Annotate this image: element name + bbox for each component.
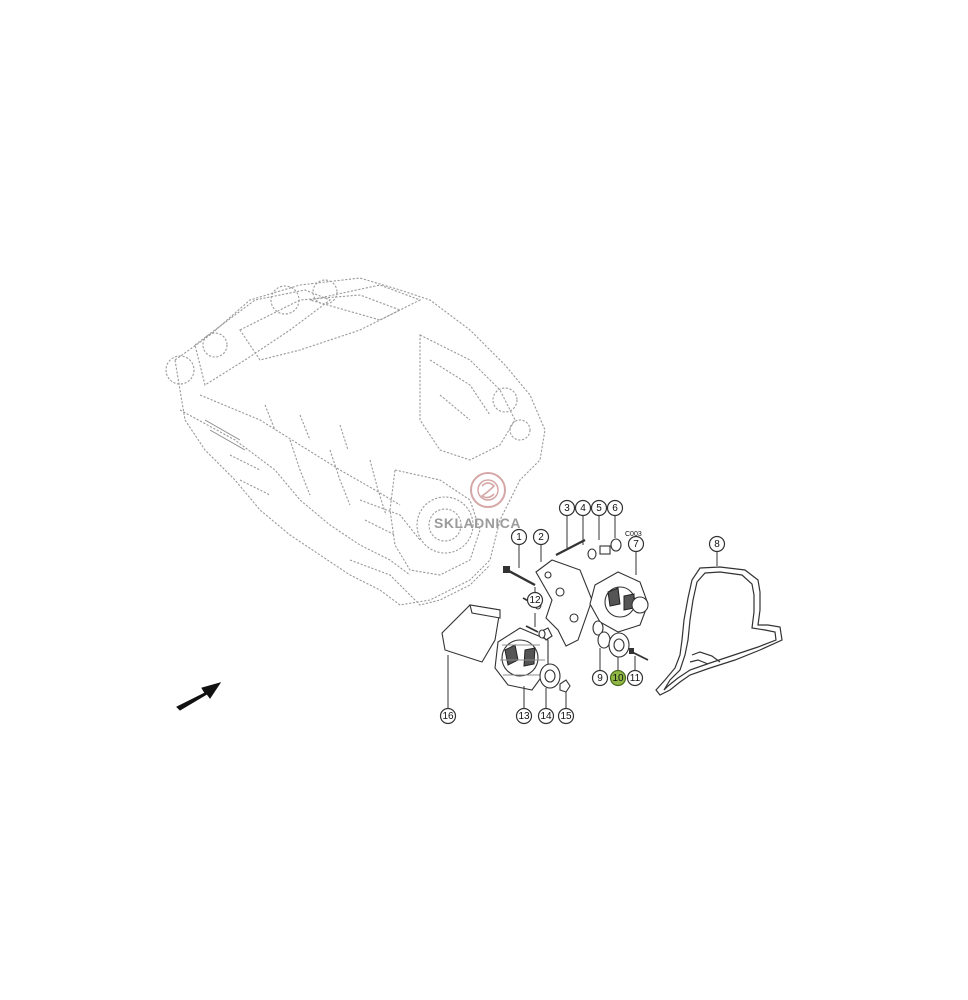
callout-2: 2: [532, 528, 550, 546]
callout-label: 13: [518, 711, 530, 722]
leader-lines: [447, 516, 718, 708]
part-alternator: [494, 627, 553, 691]
part-alternator-upper: [589, 571, 649, 633]
callout-8: 8: [708, 535, 726, 553]
callout-11: 11: [626, 669, 644, 687]
engine-block-outline: [165, 277, 546, 606]
callout-circle: [558, 499, 576, 517]
callout-circle: [526, 591, 544, 609]
callout-circle: [532, 528, 550, 546]
callout-label: 6: [612, 503, 618, 514]
callout-3: 3: [558, 499, 576, 517]
callout-16: 16: [439, 707, 457, 725]
part-pulley: [539, 663, 561, 689]
callout-circle: [510, 528, 528, 546]
part-long-bolt: [503, 566, 536, 587]
callout-circle: [439, 707, 457, 725]
part-shield: [441, 604, 501, 663]
callout-label: 16: [442, 711, 454, 722]
callout-label: 9: [597, 673, 603, 684]
callout-circle: [591, 669, 609, 687]
callout-label: 4: [580, 503, 586, 514]
callout-6: 6: [606, 499, 624, 517]
callout-circle: [515, 707, 533, 725]
callout-14: 14: [537, 707, 555, 725]
reference-code: C003: [625, 531, 642, 538]
callout-4: 4: [574, 499, 592, 517]
watermark-text: SKLADNICA: [434, 515, 521, 531]
part-idler-pulley: [608, 632, 630, 658]
callout-label: 7: [633, 539, 639, 550]
callout-5: 5: [590, 499, 608, 517]
callout-1: 1: [510, 528, 528, 546]
callout-label: 5: [596, 503, 602, 514]
part-pulley-bolt: [629, 648, 649, 661]
callout-label: 12: [529, 595, 541, 606]
part-nut: [559, 679, 571, 693]
part-bracket: [535, 559, 593, 647]
callout-12: 12: [526, 591, 544, 609]
callout-label: 10: [612, 673, 624, 684]
callout-15: 15: [557, 707, 575, 725]
callout-circle: [606, 499, 624, 517]
direction-arrow-icon: [176, 682, 222, 711]
callout-circle: [590, 499, 608, 517]
callout-circle: [627, 535, 645, 553]
callout-10: 10: [609, 669, 627, 687]
callout-9: 9: [591, 669, 609, 687]
callout-circle: [574, 499, 592, 517]
callout-circle: [537, 707, 555, 725]
callout-7: 7: [627, 535, 645, 553]
part-tensioner: [592, 620, 611, 649]
callout-circle: [557, 707, 575, 725]
callout-label: 14: [540, 711, 552, 722]
callout-label: 11: [630, 673, 641, 684]
callout-circle: [626, 669, 644, 687]
callout-circle: [609, 669, 627, 687]
part-bolt-spacer-set: [555, 538, 622, 560]
callout-circle: [708, 535, 726, 553]
callout-13: 13: [515, 707, 533, 725]
callout-label: 15: [560, 711, 572, 722]
callout-label: 1: [516, 532, 522, 543]
watermark-logo-icon: [470, 472, 506, 508]
part-drive-belt: [655, 566, 783, 696]
callout-label: 2: [538, 532, 544, 543]
callout-label: 3: [564, 503, 570, 514]
callout-label: 8: [714, 539, 720, 550]
